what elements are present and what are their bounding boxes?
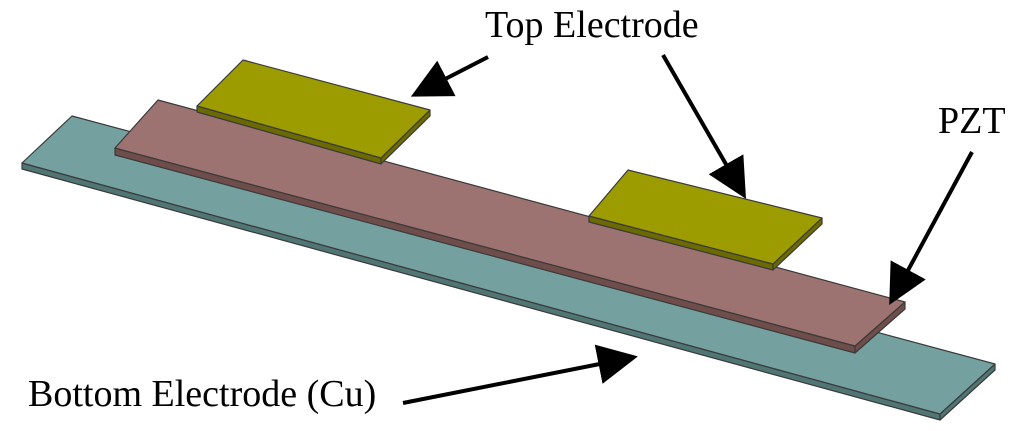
top-electrode-pad-left-top-face — [196, 59, 431, 159]
top-electrode-pad-right-top-face — [588, 169, 823, 265]
bottom-electrode-label: Bottom Electrode (Cu) — [28, 373, 376, 415]
pzt-layer — [114, 99, 906, 354]
top-electrode-pad-left — [196, 59, 431, 165]
arrow-to-top-electrode-right — [661, 54, 746, 199]
arrow-to-pzt — [889, 151, 974, 306]
pzt-label: PZT — [938, 100, 1006, 142]
arrow-to-bottom-electrode — [402, 344, 638, 405]
top-electrode-pad-right — [588, 169, 823, 271]
top-electrode-label: Top Electrode — [485, 4, 699, 46]
arrow-to-top-electrode-left — [410, 55, 489, 97]
